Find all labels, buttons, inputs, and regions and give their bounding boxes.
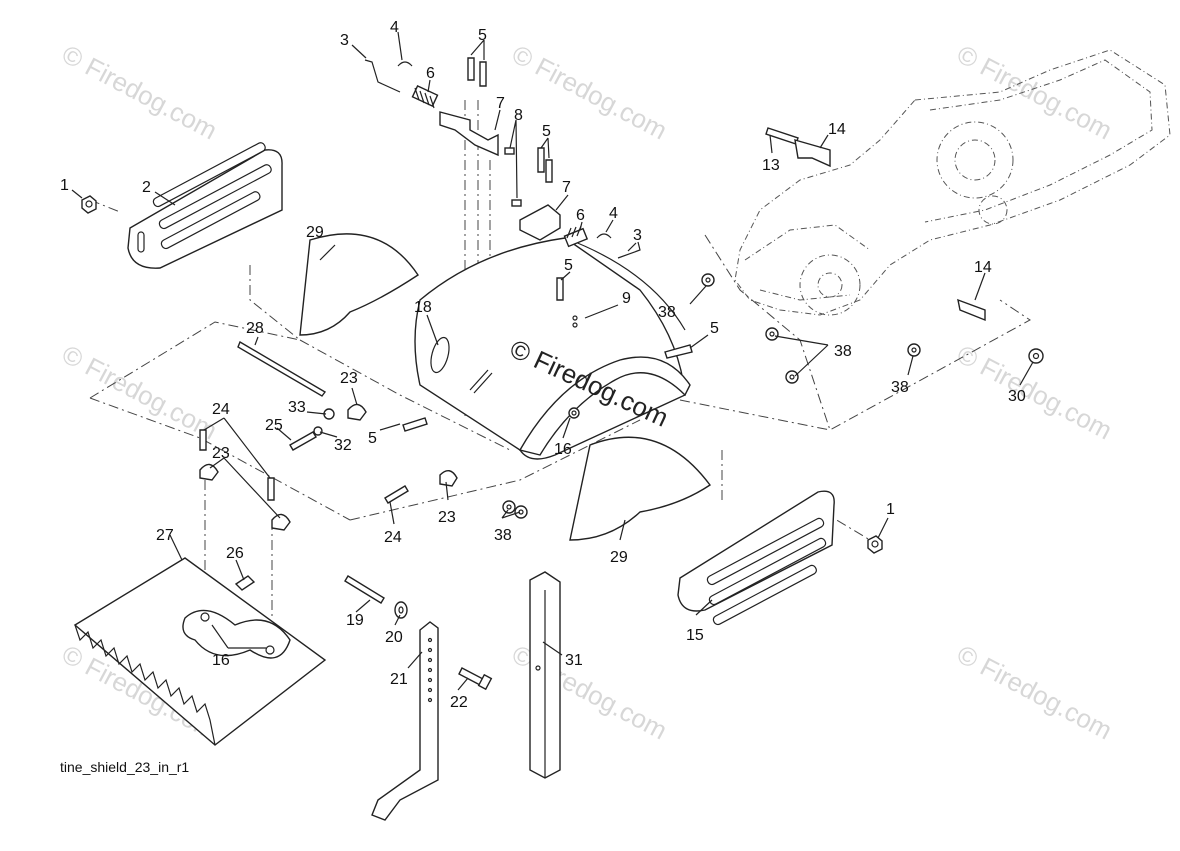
right-side-shield-plate	[677, 490, 835, 626]
callout-5: 5	[368, 430, 377, 447]
callout-38: 38	[834, 343, 852, 360]
callout-28: 28	[246, 320, 264, 337]
callout-23: 23	[438, 509, 456, 526]
callout-2: 2	[142, 179, 151, 196]
left-side-shield-plate	[127, 142, 283, 269]
callout-14: 14	[828, 121, 846, 138]
diagram-caption: tine_shield_23_in_r1	[60, 759, 189, 775]
callout-5: 5	[478, 27, 487, 44]
callout-19: 19	[346, 612, 364, 629]
transmission-housing-phantom	[734, 49, 1171, 316]
callout-15: 15	[686, 627, 704, 644]
callout-7: 7	[562, 179, 571, 196]
watermark: © Firedog.com	[952, 639, 1117, 746]
callout-24: 24	[212, 401, 230, 418]
clamps-and-pins	[199, 403, 458, 531]
callout-29: 29	[610, 549, 628, 566]
watermark: © Firedog.com	[57, 39, 222, 146]
rear-flap	[73, 557, 327, 746]
callout-24: 24	[384, 529, 402, 546]
callout-26: 26	[226, 545, 244, 562]
callout-6: 6	[426, 65, 435, 82]
callout-5: 5	[710, 320, 719, 337]
decal-label	[234, 575, 256, 591]
callout-20: 20	[385, 629, 403, 646]
callout-16: 16	[212, 652, 230, 669]
watermark: © Firedog.com	[952, 39, 1117, 146]
main-tine-shield-hood	[414, 237, 691, 460]
bolt-22	[458, 667, 493, 691]
callout-1: 1	[60, 177, 69, 194]
watermark: © Firedog.com	[57, 339, 222, 446]
bolts	[199, 57, 799, 504]
callout-29: 29	[306, 224, 324, 241]
long-rod	[237, 340, 327, 397]
callout-4: 4	[609, 205, 618, 222]
callout-5: 5	[542, 123, 551, 140]
callout-3: 3	[633, 227, 642, 244]
callout-27: 27	[156, 527, 174, 544]
callout-9: 9	[622, 290, 631, 307]
upper-hardware	[364, 59, 641, 259]
callout-22: 22	[450, 694, 468, 711]
callout-38: 38	[494, 527, 512, 544]
callout-33: 33	[288, 399, 306, 416]
callout-31: 31	[565, 652, 583, 669]
callout-23: 23	[340, 370, 358, 387]
callout-1: 1	[886, 501, 895, 518]
nuts	[502, 273, 1044, 519]
callout-4: 4	[390, 19, 399, 36]
callout-32: 32	[334, 437, 352, 454]
callout-23: 23	[212, 445, 230, 462]
hitch-pin	[344, 575, 385, 604]
callout-6: 6	[576, 207, 585, 224]
left-side-flap	[299, 233, 419, 336]
callout-8: 8	[514, 107, 523, 124]
washer-20	[394, 601, 408, 619]
leader-lines	[71, 31, 1034, 691]
callout-16: 16	[554, 441, 572, 458]
callout-38: 38	[891, 379, 909, 396]
callout-14: 14	[974, 259, 992, 276]
callout-7: 7	[496, 95, 505, 112]
callout-3: 3	[340, 32, 349, 49]
right-side-flap	[569, 436, 712, 541]
nut-right	[867, 535, 883, 554]
callout-30: 30	[1008, 388, 1026, 405]
brackets	[794, 139, 986, 322]
callout-18: 18	[414, 299, 432, 316]
callout-5: 5	[564, 257, 573, 274]
callout-21: 21	[390, 671, 408, 688]
callout-38: 38	[658, 304, 676, 321]
nut-left	[81, 195, 97, 214]
watermark: © Firedog.com	[507, 39, 672, 146]
callout-13: 13	[762, 157, 780, 174]
depth-stake	[371, 621, 439, 821]
channel-bar	[529, 571, 561, 779]
callout-labels: 1 2 3 4 5 6 7 8 5 7 6 4 3 5 9 5 13 14 14…	[60, 19, 1026, 711]
depth-stake-holes	[427, 637, 433, 703]
callout-25: 25	[265, 417, 283, 434]
